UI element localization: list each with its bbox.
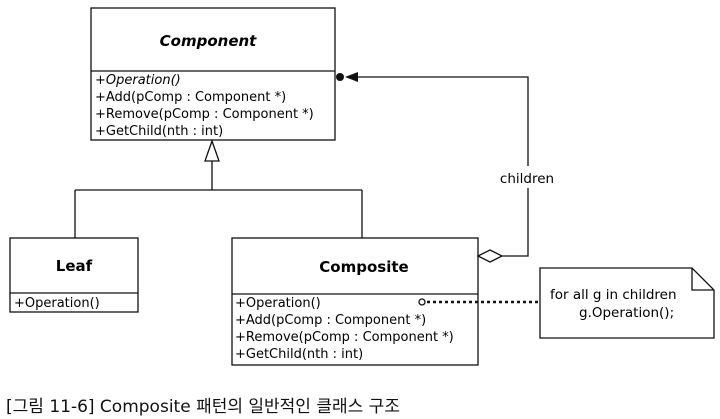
note-line-1: for all g in children <box>550 287 677 303</box>
note-anchor-circle <box>418 298 426 306</box>
figure-caption: [그림 11-6] Composite 패턴의 일반적인 클래스 구조 <box>6 397 400 417</box>
note-box: for all g in children g.Operation(); <box>539 267 715 339</box>
composite-class: Composite +Operation() +Add(pComp : Comp… <box>231 237 479 366</box>
note-connector <box>418 298 540 306</box>
note-line-2: g.Operation(); <box>579 305 674 321</box>
children-aggregation-edge: children <box>336 72 562 263</box>
generalization-edge <box>74 139 363 238</box>
component-op-add: +Add(pComp : Component *) <box>95 90 286 105</box>
leaf-op-operation: +Operation() <box>14 296 100 311</box>
composite-class-diagram: Component +Operation() +Add(pComp : Comp… <box>9 7 715 366</box>
leaf-class-name: Leaf <box>56 257 93 275</box>
composite-op-add: +Add(pComp : Component *) <box>235 313 426 328</box>
component-op-operation: +Operation() <box>95 73 181 88</box>
component-class-name: Component <box>160 32 258 50</box>
component-op-getchild: +GetChild(nth : int) <box>95 124 223 139</box>
association-arrowhead <box>345 72 358 82</box>
composite-op-getchild: +GetChild(nth : int) <box>235 347 363 362</box>
inheritance-triangle <box>204 139 220 162</box>
composite-op-operation: +Operation() <box>235 296 321 311</box>
composite-class-name: Composite <box>319 258 408 276</box>
component-op-remove: +Remove(pComp : Component *) <box>95 107 314 122</box>
leaf-class: Leaf +Operation() <box>9 237 139 313</box>
component-class: Component +Operation() +Add(pComp : Comp… <box>90 7 336 141</box>
association-label: children <box>500 171 554 187</box>
composite-op-remove: +Remove(pComp : Component *) <box>235 330 454 345</box>
note-folded-corner <box>691 268 714 291</box>
multiplicity-dot <box>336 73 344 81</box>
aggregation-diamond <box>476 249 504 263</box>
